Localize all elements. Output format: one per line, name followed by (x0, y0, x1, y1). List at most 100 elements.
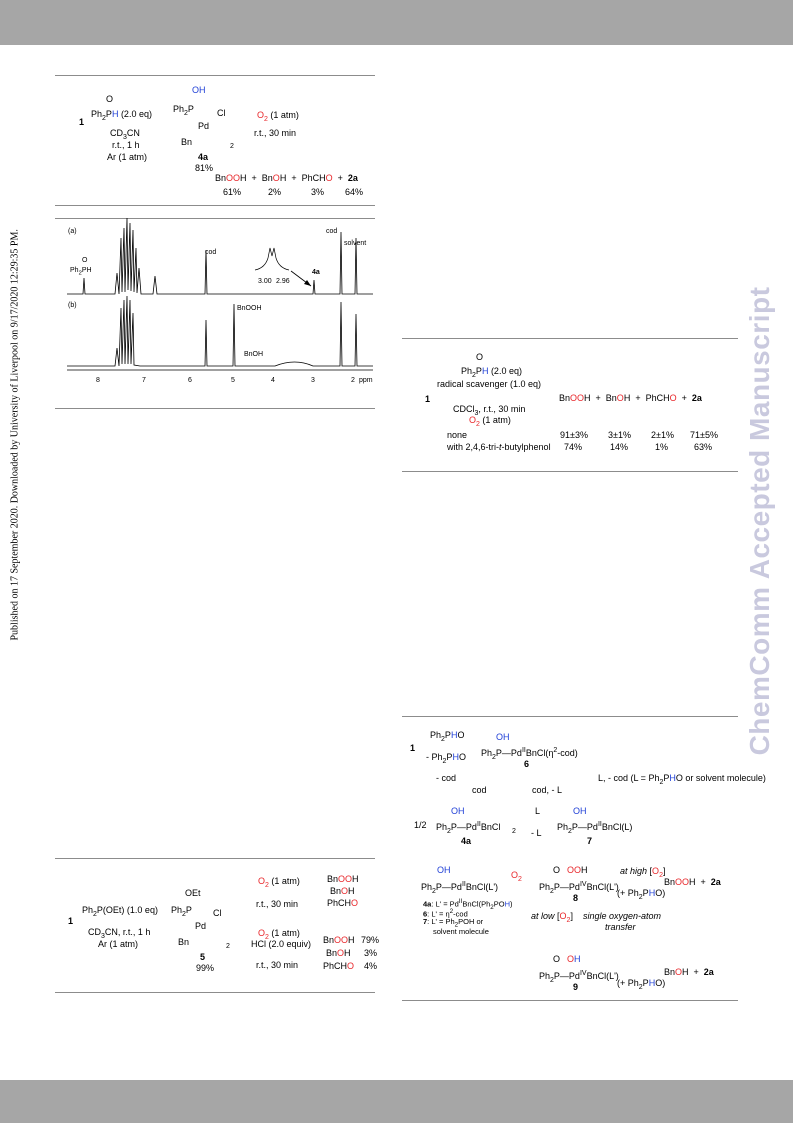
mech-pdiv-ooh: OOH (567, 865, 588, 875)
mech-gen-oh: OH (437, 865, 451, 875)
scheme1-yield-phcho: 3% (311, 187, 325, 197)
tick-5: 5 (231, 377, 235, 384)
bnoh-peak-label: BnOH (244, 351, 264, 358)
s3-reagent: Ph2P(OEt) (1.0 eq) (82, 905, 158, 918)
s2-reagent-oxo: O (476, 352, 484, 362)
mech-9-oh: OH (567, 954, 581, 964)
tick-2: 2 (351, 377, 355, 384)
pd-dimer-subscript: 2 (230, 143, 234, 150)
s3-lower-rt: r.t., 30 min (256, 960, 299, 970)
mech-l-minus-cod: L, - cod (L = Ph2PHO or solvent molecule… (598, 773, 766, 786)
inset-tick-296: 2.96 (276, 278, 290, 285)
inset-tick-300: 3.00 (258, 278, 272, 285)
s3-lower-bnooh-yield: 79% (361, 935, 380, 945)
scheme-3-top-rule (55, 858, 375, 859)
s3-cond2: Ar (1 atm) (98, 939, 139, 949)
s2-compound-1: 1 (425, 394, 431, 404)
s3-lower-phcho: PhCHO (323, 961, 355, 971)
tick-4: 4 (271, 377, 275, 384)
nmr-top-rule (55, 218, 375, 219)
mechanism-bottom-rule (402, 1000, 738, 1001)
s3-ph2p: Ph2P (171, 905, 192, 918)
spectrum-a-trace (67, 217, 373, 295)
mech-7-oh: OH (573, 806, 587, 816)
s2-row-none-bnoh: 3±1% (608, 430, 631, 440)
mech-gen-complex: Ph2P—PdIIBnCl(L') (421, 881, 499, 895)
s3-lower-bnoh-yield: 3% (364, 948, 378, 958)
mech-minus-ph2pho: - Ph2PHO (426, 752, 466, 765)
scheme1-yield-bnoh: 2% (268, 187, 282, 197)
s2-row-phenol-phcho: 1% (655, 442, 669, 452)
mech-dimer: Ph2P—PdIIBnCl (436, 821, 501, 835)
s2-scavenger: radical scavenger (1.0 eq) (437, 379, 542, 389)
scheme1-rt30: r.t., 30 min (254, 128, 297, 138)
cod-label-1: cod (205, 249, 217, 256)
inset-peak (254, 247, 290, 271)
ph2ph-oxo: O (82, 257, 88, 264)
s3-upper-bnooh: BnOOH (327, 874, 359, 884)
mech-prod-high: BnOOH + 2a (664, 877, 721, 887)
scheme1-cond-time: r.t., 1 h (112, 140, 140, 150)
mech-o2: O2 (511, 870, 522, 883)
s2-row-label-phenol: with 2,4,6-tri-t-butylphenol (447, 442, 551, 452)
axis-unit: ppm (359, 377, 373, 384)
scheme-1-bottom-rule (55, 205, 375, 206)
solvent-label: solvent (344, 240, 367, 247)
s3-upper-bnoh: BnOH (330, 886, 355, 896)
s3-oet: OEt (185, 888, 201, 898)
tick-8: 8 (96, 377, 100, 384)
mech-add-ph2pho: Ph2PHO (430, 730, 465, 743)
s2-reagent: Ph2PH (2.0 eq) (461, 366, 522, 379)
pd-oh: OH (192, 85, 206, 95)
mech-low-o2: at low [O2] (531, 911, 573, 924)
s2-o2: O2 (1 atm) (469, 415, 511, 428)
pd-ph2p: Ph2P (173, 104, 194, 117)
header-bar (0, 0, 793, 45)
mech-arrow-l: L (535, 806, 541, 816)
s3-lower-o2: O2 (1 atm) (258, 928, 300, 941)
mech-legend-solvent: solvent molecule (433, 927, 489, 936)
mech-complex-9: Ph2P—PdIVBnCl(L') (539, 970, 619, 984)
s2-products: BnOOH + BnOH + PhCHO + 2a (559, 393, 702, 403)
scheme-2-top-rule (402, 338, 738, 339)
scheme1-reagent: Ph2PH (2.0 eq) (91, 109, 152, 122)
s2-row-none-phcho: 2±1% (651, 430, 674, 440)
s3-lower-phcho-yield: 4% (364, 961, 378, 971)
s3-upper-phcho: PhCHO (327, 898, 359, 908)
4a-peak-label: 4a (312, 269, 320, 276)
scheme1-cond-atm: Ar (1 atm) (107, 152, 148, 162)
label-4a: 4a (198, 152, 209, 162)
scheme-3-bottom-rule (55, 992, 375, 993)
nmr-spectra (67, 217, 373, 371)
mech-transfer: transfer (605, 922, 636, 932)
s3-lower-hcl: HCl (2.0 equiv) (251, 939, 312, 949)
s3-compound-1: 1 (68, 916, 74, 926)
spectrum-b-label: (b) (68, 302, 77, 309)
mech-cod-minus-l: cod, - L (532, 785, 563, 795)
mech-pdiv-o: O (553, 865, 561, 875)
s3-sub2: 2 (226, 943, 230, 950)
spectrum-a-label: (a) (68, 228, 77, 235)
mech-half: 1/2 (414, 820, 427, 830)
bnooh-peak-label: BnOOH (237, 305, 262, 312)
scheme1-o2: O2 (1 atm) (257, 110, 299, 123)
s3-cl: Cl (213, 908, 222, 918)
reagent-oxo: O (106, 94, 114, 104)
mech-minus-cod: - cod (436, 773, 457, 783)
s3-lower-bnoh: BnOH (326, 948, 351, 958)
cod-label-2: cod (326, 228, 338, 235)
tick-6: 6 (188, 377, 192, 384)
mech-high-plus: (+ Ph2PHO) (617, 888, 666, 901)
s3-label-5: 5 (200, 952, 206, 962)
mech-dimer-sub: 2 (512, 828, 516, 835)
mech-complex-7: Ph2P—PdIIBnCl(L) (557, 821, 633, 835)
s3-upper-rt: r.t., 30 min (256, 899, 299, 909)
s3-upper-o2: O2 (1 atm) (258, 876, 300, 889)
scheme-2-bottom-rule (402, 471, 738, 472)
mech-4a-oh: OH (451, 806, 465, 816)
s2-row-none-bnooh: 91±3% (560, 430, 588, 440)
s3-lower-bnooh: BnOOH (323, 935, 355, 945)
s2-row-phenol-bnoh: 14% (610, 442, 629, 452)
pd-center: Pd (198, 121, 210, 131)
mech-legend-6: 6: L' = η2-cod (423, 908, 468, 919)
